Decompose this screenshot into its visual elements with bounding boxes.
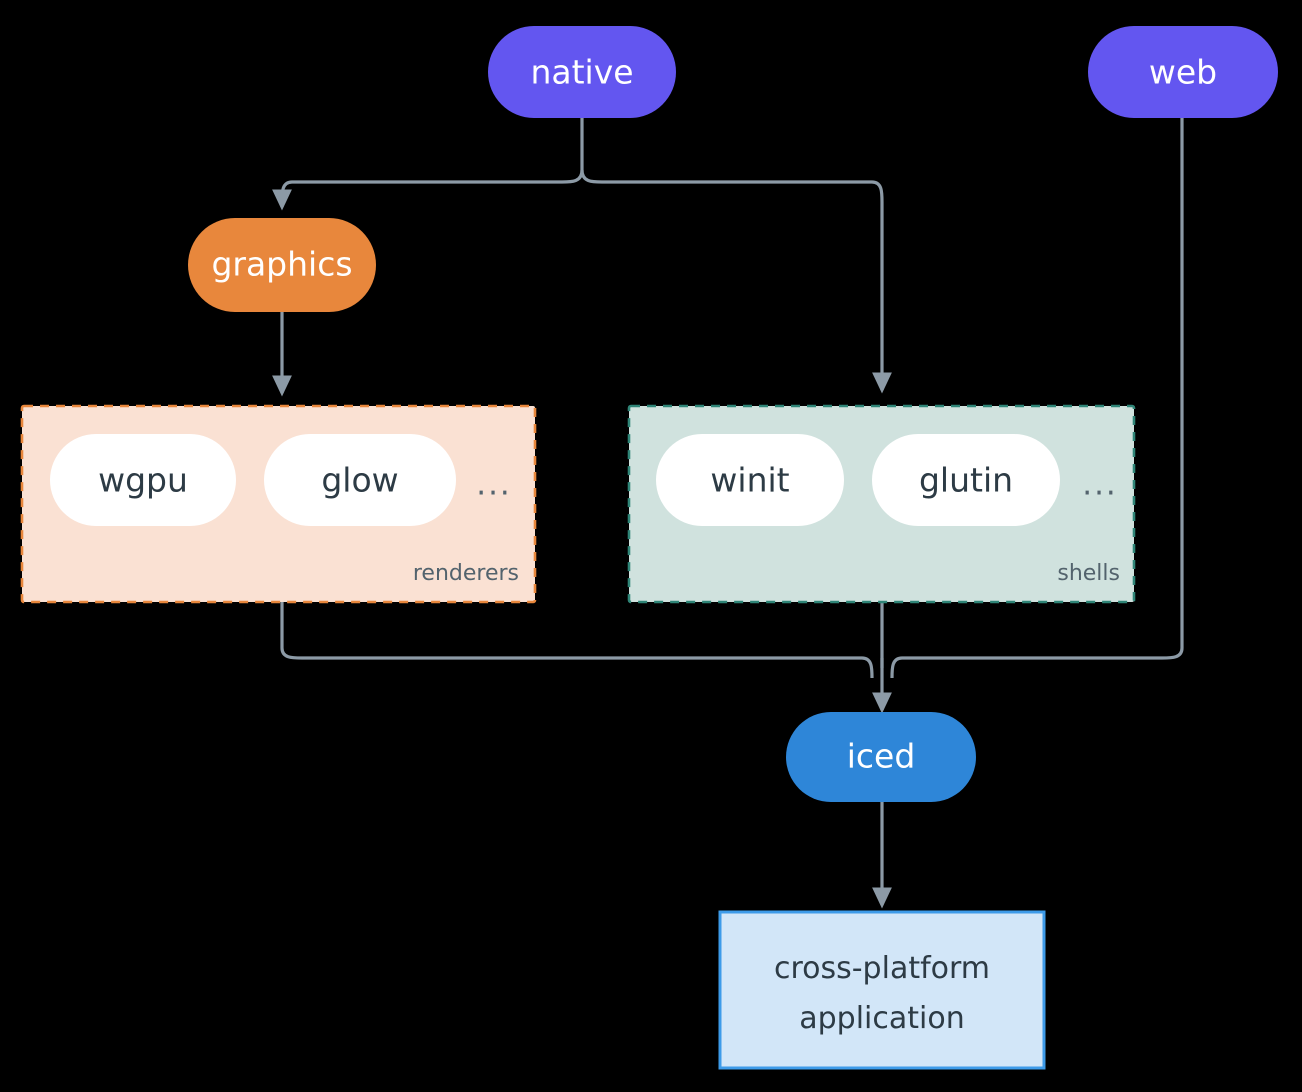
shells-group-caption: shells	[1057, 561, 1120, 586]
glow-label: glow	[321, 461, 398, 500]
native-label: native	[530, 53, 633, 92]
iced-label: iced	[847, 737, 916, 776]
application-line-1: cross-platform	[774, 951, 990, 986]
application-line-2: application	[799, 1001, 964, 1036]
application-box	[718, 910, 1046, 1070]
node-winit[interactable]: winit	[656, 434, 844, 526]
edge-layer	[272, 112, 1184, 909]
edge-web-to-iced	[890, 112, 1184, 679]
web-label: web	[1149, 53, 1217, 92]
node-glutin[interactable]: glutin	[872, 434, 1060, 526]
node-web[interactable]: web	[1088, 26, 1278, 118]
native-pill	[488, 26, 676, 118]
glow-pill	[264, 434, 456, 526]
node-wgpu[interactable]: wgpu	[50, 434, 236, 526]
graphics-pill	[188, 218, 376, 312]
renderers-group-caption: renderers	[413, 561, 519, 586]
renderers-overflow-ellipsis: ...	[476, 467, 512, 503]
group-shells[interactable]: winit glutin ... shells	[627, 404, 1136, 604]
node-iced[interactable]: iced	[786, 712, 976, 802]
group-renderers[interactable]: wgpu glow ... renderers	[20, 404, 537, 604]
iced-pill	[786, 712, 976, 802]
wgpu-pill	[50, 434, 236, 526]
node-native[interactable]: native	[488, 26, 676, 118]
winit-label: winit	[710, 461, 789, 500]
glutin-label: glutin	[919, 461, 1013, 500]
edge-renderers-to-iced	[280, 602, 874, 679]
graphics-label: graphics	[211, 245, 352, 284]
glutin-pill	[872, 434, 1060, 526]
node-cross-platform-application[interactable]: cross-platform application	[718, 910, 1046, 1070]
edge-native-to-graphics	[272, 169, 584, 211]
shells-overflow-ellipsis: ...	[1082, 467, 1118, 503]
node-graphics[interactable]: graphics	[188, 218, 376, 312]
wgpu-label: wgpu	[98, 461, 188, 500]
web-pill	[1088, 26, 1278, 118]
node-glow[interactable]: glow	[264, 434, 456, 526]
edge-native-to-shells	[580, 169, 892, 394]
winit-pill	[656, 434, 844, 526]
